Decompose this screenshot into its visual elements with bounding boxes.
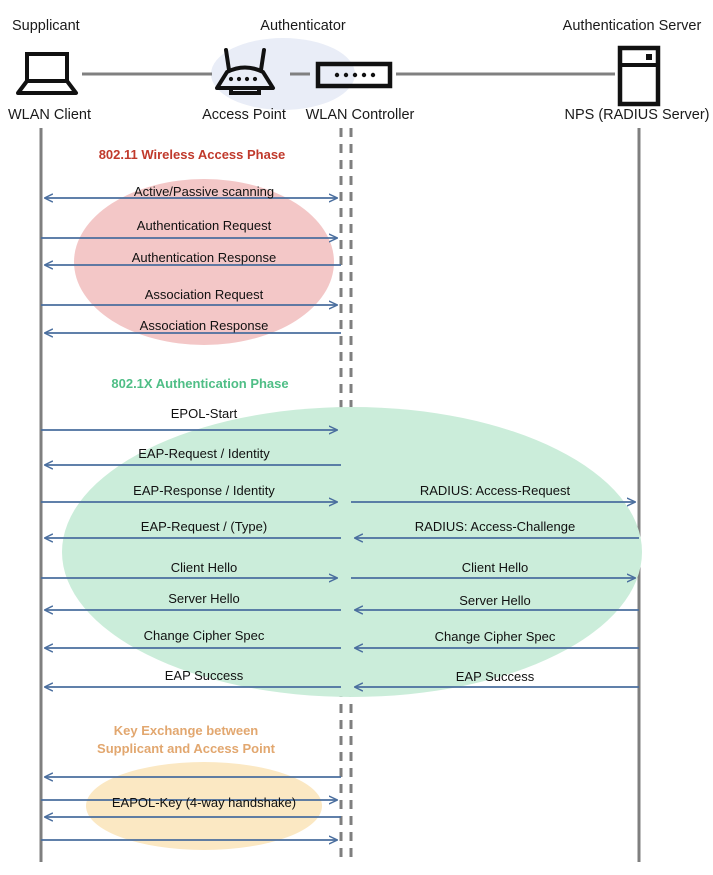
- phase-ellipse-dot1x-auth: [62, 407, 642, 697]
- message-label-active-passive-scanning: Active/Passive scanning: [133, 184, 275, 199]
- message-label-server-hello-left: Server Hello: [168, 591, 240, 606]
- message-label-eap-success-left: EAP Success: [164, 668, 244, 683]
- message-label-client-hello-left: Client Hello: [170, 560, 238, 575]
- network-switch-icon: [315, 61, 393, 89]
- phase-ellipse-wireless-access: [74, 179, 334, 345]
- message-label-authentication-request: Authentication Request: [136, 218, 272, 233]
- message-label-eapol-key-handshake: EAPOL-Key (4-way handshake): [111, 795, 297, 810]
- actor-device-access-point: Access Point: [202, 107, 286, 123]
- actor-device-wlan-client: WLAN Client: [8, 107, 91, 123]
- message-label-epol-start: EPOL-Start: [170, 406, 238, 421]
- authenticator-group-halo: [211, 38, 355, 110]
- phase-label-key-exchange-line2: Supplicant and Access Point: [97, 741, 275, 756]
- actor-device-wlan-controller: WLAN Controller: [305, 107, 415, 123]
- message-label-eap-response-identity: EAP-Response / Identity: [133, 483, 275, 498]
- message-label-eap-success-right: EAP Success: [455, 669, 535, 684]
- message-label-association-request: Association Request: [144, 287, 264, 302]
- message-label-radius-access-request: RADIUS: Access-Request: [419, 483, 571, 498]
- message-label-radius-access-challenge: RADIUS: Access-Challenge: [414, 519, 576, 534]
- actor-role-authenticator: Authenticator: [260, 18, 346, 34]
- message-label-association-response: Association Response: [139, 318, 269, 333]
- actor-role-authentication-server: Authentication Server: [562, 18, 702, 34]
- phase-ellipse-key-exchange: [86, 762, 322, 850]
- message-label-eap-request-identity: EAP-Request / Identity: [138, 446, 270, 461]
- server-icon: [617, 45, 661, 107]
- message-label-change-cipher-spec-right: Change Cipher Spec: [434, 629, 556, 644]
- phase-label-dot1x-auth: 802.1X Authentication Phase: [111, 376, 289, 391]
- message-label-server-hello-right: Server Hello: [459, 593, 531, 608]
- phase-label-wireless-access: 802.11 Wireless Access Phase: [98, 147, 286, 162]
- message-label-change-cipher-spec-left: Change Cipher Spec: [143, 628, 265, 643]
- laptop-icon: [16, 52, 78, 95]
- actor-role-supplicant: Supplicant: [12, 18, 80, 34]
- wireless-router-icon: [215, 48, 275, 95]
- message-label-client-hello-right: Client Hello: [461, 560, 529, 575]
- actor-device-nps-radius-server: NPS (RADIUS Server): [564, 107, 710, 123]
- phase-label-key-exchange-line1: Key Exchange between: [113, 723, 259, 738]
- message-label-eap-request-type: EAP-Request / (Type): [140, 519, 268, 534]
- message-label-authentication-response: Authentication Response: [131, 250, 277, 265]
